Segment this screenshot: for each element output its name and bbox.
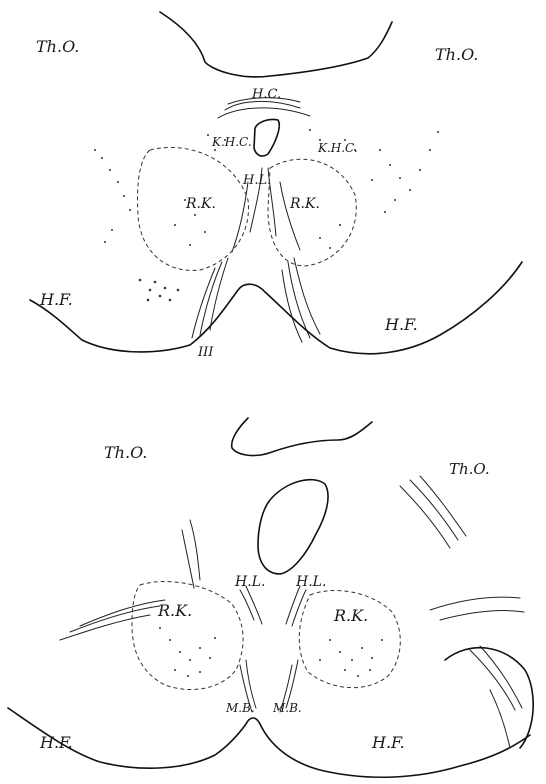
top-khc-right-label: K.H.C. [317, 141, 358, 155]
bottom-hf-left-label: H.F. [39, 733, 73, 752]
bottom-left-peduncle-fibres [60, 520, 200, 640]
top-tho-right-label: Th.O. [435, 45, 478, 64]
bottom-mb-left-label: M.B. [225, 701, 255, 715]
top-nerve-label: III [197, 345, 214, 360]
top-hc-label: H.C. [251, 87, 281, 102]
bottom-mb-right-label: M.B. [272, 701, 302, 715]
top-oculomotor-fibres-right [282, 258, 320, 342]
bottom-hl-left-label: H.L. [234, 574, 265, 590]
bottom-hl-fibres [240, 586, 306, 626]
top-hl-label: H.L. [242, 173, 271, 188]
bottom-stippling [159, 627, 383, 677]
bottom-section: Th.O. Th.O. H.L. H.L. R.K. R.K. M.B. M.B… [8, 418, 533, 777]
top-rk-right-label: R.K. [289, 196, 320, 212]
bottom-right-contour [445, 648, 533, 748]
bottom-tho-right-label: Th.O. [449, 460, 490, 478]
bottom-tho-left-label: Th.O. [104, 443, 147, 462]
top-hf-left-label: H.F. [39, 290, 73, 309]
bottom-aqueduct-outline [258, 480, 328, 574]
top-hf-right-label: H.F. [384, 315, 418, 334]
top-tho-left-label: Th.O. [36, 37, 79, 56]
top-right-nucleus-outline [268, 159, 356, 266]
top-section: Th.O. Th.O. H.C. K.H.C. K.H.C. H.L. R.K.… [30, 12, 522, 360]
top-rk-left-label: R.K. [185, 196, 216, 212]
bottom-rk-left-label: R.K. [157, 601, 192, 620]
bottom-left-nucleus-outline [132, 581, 243, 689]
bottom-rk-right-label: R.K. [333, 606, 368, 625]
bottom-ventricle-outline [232, 418, 372, 455]
bottom-ventral-outline [8, 708, 530, 777]
bottom-hf-right-label: H.F. [371, 733, 405, 752]
top-ventricle-outline [160, 12, 392, 77]
bottom-hl-right-label: H.L. [295, 574, 326, 590]
top-ventral-outline [30, 262, 522, 354]
bottom-right-peduncle-fibres [400, 476, 524, 748]
top-central-canal [254, 119, 279, 156]
top-khc-left-label: K.H.C. [211, 135, 252, 149]
